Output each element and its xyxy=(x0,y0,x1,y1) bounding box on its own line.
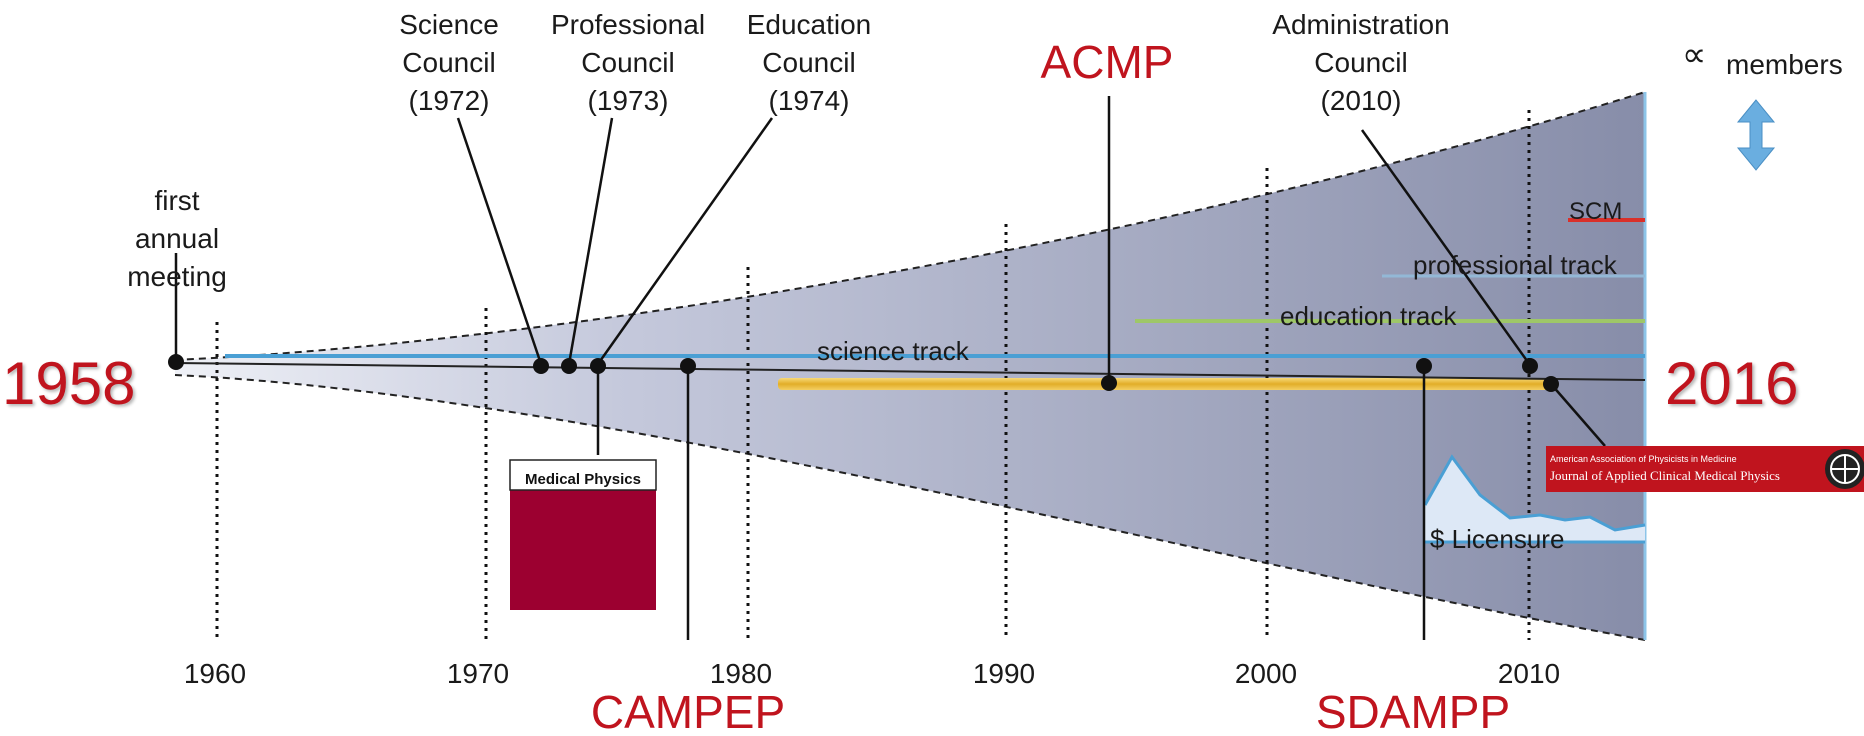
leader-science-council xyxy=(456,117,543,365)
axis-tick-1970: 1970 xyxy=(447,658,509,689)
members-double-arrow-icon xyxy=(1736,99,1776,171)
first-meeting-line-2: annual xyxy=(135,223,219,254)
axis-tick-2010: 2010 xyxy=(1498,658,1560,689)
event-dot-science-council xyxy=(533,358,549,374)
professional-track-label: professional track xyxy=(1413,250,1618,280)
event-dot-education-council xyxy=(590,358,606,374)
campep-label: CAMPEP xyxy=(591,686,785,736)
scm-track-label: SCM xyxy=(1569,198,1622,225)
education-council-line-2: Council xyxy=(762,47,855,78)
administration-council-label: Administration Council (2010) xyxy=(1272,9,1449,116)
licensure-label: $ Licensure xyxy=(1430,524,1564,554)
event-dot-sdampp xyxy=(1416,358,1432,374)
licensure-chart-line xyxy=(1423,454,1646,532)
proportional-symbol: ∝ xyxy=(1682,36,1706,74)
leader-administration-council xyxy=(1360,129,1532,366)
first-meeting-line-3: meeting xyxy=(127,261,227,292)
acmp-label: ACMP xyxy=(1041,36,1174,88)
event-dot-jacmp xyxy=(1543,376,1559,392)
start-year: 1958 xyxy=(2,350,135,417)
members-label: members xyxy=(1726,49,1843,80)
professional-council-line-3: (1973) xyxy=(588,85,669,116)
end-year: 2016 xyxy=(1665,350,1798,417)
aapm-logo-icon xyxy=(1825,449,1864,489)
education-council-line-1: Education xyxy=(747,9,872,40)
funnel-upper-edge xyxy=(174,91,1646,361)
axis-tick-2000: 2000 xyxy=(1235,658,1297,689)
science-track-label: science track xyxy=(817,336,970,366)
gold-track-bar xyxy=(778,378,1552,390)
administration-council-line-3: (2010) xyxy=(1321,85,1402,116)
leader-jacmp xyxy=(1550,383,1606,447)
event-dot-1958 xyxy=(168,354,184,370)
first-meeting-line-1: first xyxy=(154,185,199,216)
licensure-chart-area xyxy=(1425,457,1645,542)
professional-council-label: Professional Council (1973) xyxy=(551,9,705,116)
event-dot-administration-council xyxy=(1522,358,1538,374)
leader-professional-council xyxy=(567,117,614,365)
funnel-lower-edge xyxy=(174,374,1646,641)
science-council-label: Science Council (1972) xyxy=(399,9,499,116)
administration-council-line-1: Administration xyxy=(1272,9,1449,40)
science-council-line-1: Science xyxy=(399,9,499,40)
professional-council-line-1: Professional xyxy=(551,9,705,40)
event-dot-acmp xyxy=(1101,375,1117,391)
event-dot-campep xyxy=(680,358,696,374)
axis-tick-1960: 1960 xyxy=(184,658,246,689)
membership-funnel xyxy=(175,92,1645,640)
science-council-line-3: (1972) xyxy=(409,85,490,116)
medical-physics-journal-cover: Medical Physics xyxy=(509,459,657,610)
education-track-label: education track xyxy=(1280,301,1457,331)
leader-education-council xyxy=(596,117,774,365)
axis-tick-1990: 1990 xyxy=(973,658,1035,689)
science-council-line-2: Council xyxy=(402,47,495,78)
timeline-axis xyxy=(174,362,1646,381)
jacmp-banner: American Association of Physicists in Me… xyxy=(1546,446,1864,492)
administration-council-line-2: Council xyxy=(1314,47,1407,78)
education-council-label: Education Council (1974) xyxy=(747,9,872,116)
event-dot-professional-council xyxy=(561,358,577,374)
jacmp-org-name: American Association of Physicists in Me… xyxy=(1550,454,1737,464)
medical-physics-journal-title: Medical Physics xyxy=(525,471,641,488)
sdampp-label: SDAMPP xyxy=(1316,686,1510,736)
jacmp-title: Journal of Applied Clinical Medical Phys… xyxy=(1550,468,1780,483)
axis-tick-1980: 1980 xyxy=(710,658,772,689)
professional-council-line-2: Council xyxy=(581,47,674,78)
education-council-line-3: (1974) xyxy=(769,85,850,116)
first-meeting-label: first annual meeting xyxy=(127,185,227,292)
